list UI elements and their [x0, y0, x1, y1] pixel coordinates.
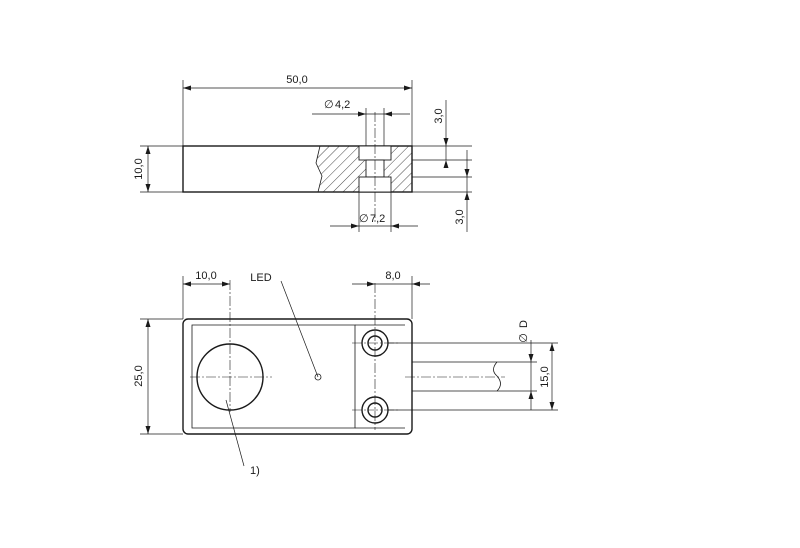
top-view-sensing-face — [191, 324, 356, 429]
dim-hole-large-label: 7,2 — [370, 213, 385, 225]
dim-width-label: 50,0 — [286, 74, 307, 86]
dim-depth-top-label: 3,0 — [433, 108, 445, 123]
note-label: 1) — [250, 465, 260, 477]
dim-side-height-label: 10,0 — [133, 158, 145, 179]
dim-cable-diameter-label: D — [518, 320, 530, 328]
dim-hole-small-symbol: ∅ — [324, 99, 334, 111]
dim-lug-width-label: 8,0 — [385, 270, 400, 282]
led-label: LED — [250, 272, 271, 284]
dim-cable-diameter-symbol: ∅ — [518, 333, 530, 343]
dim-depth-bottom-label: 3,0 — [454, 209, 466, 224]
led-indicator — [314, 373, 322, 381]
top-view-body — [182, 318, 413, 435]
cable-break — [493, 361, 501, 392]
dim-sensor-offset-label: 10,0 — [195, 270, 216, 282]
dim-hole-large-symbol: ∅ — [359, 213, 369, 225]
side-view-break-line — [315, 145, 323, 193]
dim-top-height-label: 25,0 — [133, 365, 145, 386]
note-leader-line — [225, 399, 245, 467]
top-view-lug-edge — [355, 324, 405, 429]
led-leader-line — [280, 280, 319, 378]
side-view: 50,0 10,0 ∅ 4,2 ∅ 7,2 3,0 — [133, 74, 472, 232]
dim-hole-spacing-label: 15,0 — [539, 366, 551, 387]
top-view: 10,0 LED 8,0 25,0 ∅ D 15,0 1) — [133, 270, 558, 477]
dim-hole-small-label: 4,2 — [335, 99, 350, 111]
